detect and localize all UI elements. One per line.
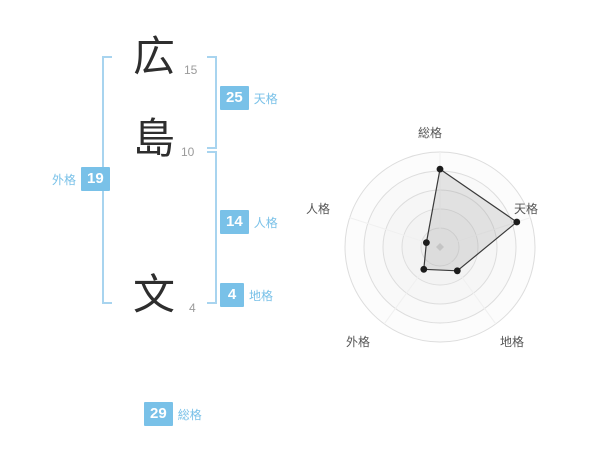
chikaku-value-badge: 4 bbox=[220, 283, 244, 307]
jinkaku-row: 14 人格 bbox=[220, 210, 278, 234]
radar-chart bbox=[344, 151, 536, 343]
radar-axis-label-gaikaku: 外格 bbox=[346, 335, 371, 349]
jinkaku-value-badge: 14 bbox=[220, 210, 249, 234]
chikaku-row: 4 地格 bbox=[220, 283, 273, 307]
jinkaku-bracket bbox=[207, 151, 217, 304]
tenkaku-row: 25 天格 bbox=[220, 86, 278, 110]
gaikaku-value-badge: 19 bbox=[81, 167, 110, 191]
radar-axis-label-soukaku: 総格 bbox=[418, 126, 443, 140]
tenkaku-label: 天格 bbox=[253, 91, 278, 106]
tenkaku-value-badge: 25 bbox=[220, 86, 249, 110]
tenkaku-bracket bbox=[207, 56, 217, 149]
radar-axis-label-chikaku: 地格 bbox=[500, 335, 525, 349]
soukaku-row: 29 総格 bbox=[144, 402, 202, 426]
name-char-3: 文 bbox=[133, 271, 176, 318]
radar-center-marker bbox=[436, 243, 444, 251]
jinkaku-label: 人格 bbox=[253, 215, 278, 230]
chikaku-label: 地格 bbox=[249, 288, 274, 303]
gaikaku-row: 外格 19 bbox=[52, 167, 110, 191]
radar-axis-label-jinkaku: 人格 bbox=[306, 202, 331, 216]
name-char-1: 広 bbox=[133, 33, 176, 80]
gaikaku-label: 外格 bbox=[52, 172, 77, 187]
soukaku-label: 総格 bbox=[177, 407, 202, 422]
soukaku-value-badge: 29 bbox=[144, 402, 173, 426]
radar-axis-label-tenkaku: 天格 bbox=[514, 202, 539, 216]
name-char-2: 島 bbox=[133, 115, 176, 162]
stroke-count-2: 10 bbox=[181, 145, 195, 159]
radar-polygon bbox=[423, 168, 518, 272]
radar-dots bbox=[420, 165, 521, 275]
stroke-count-1: 15 bbox=[184, 63, 198, 77]
stroke-count-3: 4 bbox=[189, 301, 196, 315]
